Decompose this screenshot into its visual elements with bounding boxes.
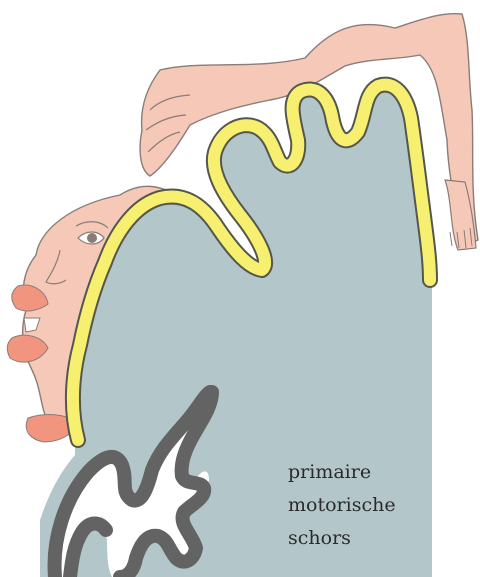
caption-line-3: schors <box>288 522 396 555</box>
caption-line-2: motorische <box>288 489 396 522</box>
caption-line-1: primaire <box>288 456 396 489</box>
caption-primary-motor-cortex: primaire motorische schors <box>288 456 396 555</box>
